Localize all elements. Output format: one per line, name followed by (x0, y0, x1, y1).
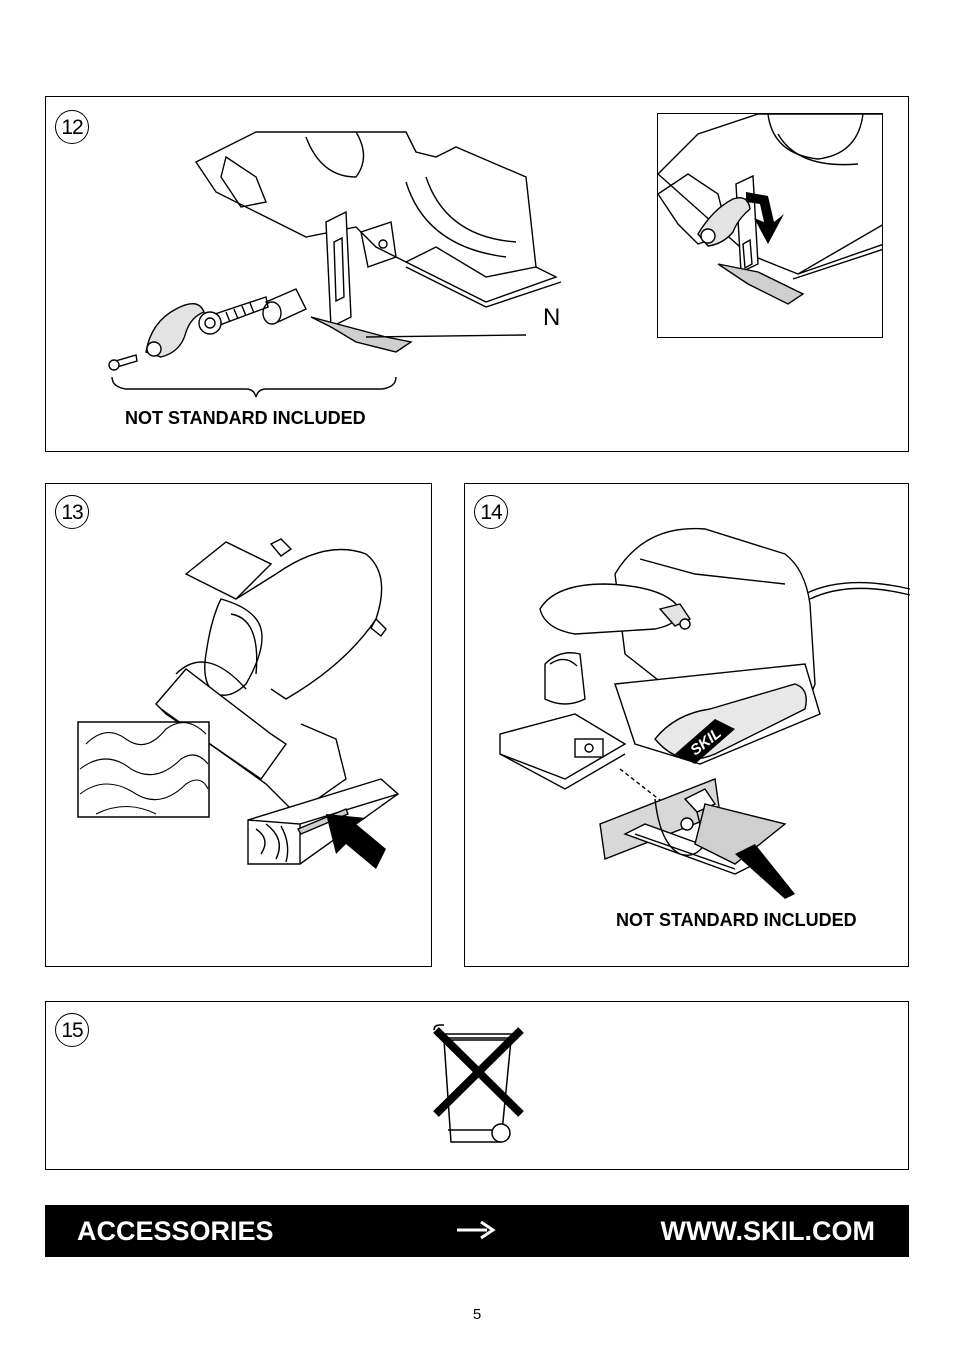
page-number: 5 (472, 1306, 482, 1323)
chamfer-planing-illustration (77, 538, 400, 869)
crossed-out-wheelie-bin-icon (433, 1024, 524, 1143)
accessories-banner: ACCESSORIES WWW.SKIL.COM (45, 1205, 909, 1257)
fence-mounting-inset-box (657, 113, 883, 338)
figure-13-panel: 13 (45, 483, 432, 967)
figure-12-panel: 12 (45, 96, 909, 452)
figure-14-caption: NOT STANDARD INCLUDED (616, 910, 857, 930)
callout-label-n: N (543, 304, 561, 331)
planer-with-parallel-guide-illustration: SKIL (499, 527, 911, 899)
edge-direction-arrow-icon (326, 814, 386, 869)
figure-14-number: 14 (474, 495, 508, 529)
website-link[interactable]: WWW.SKIL.COM (660, 1216, 875, 1246)
right-arrow-icon (457, 1220, 496, 1240)
figure-12-number: 12 (55, 110, 89, 144)
figure-15-number: 15 (55, 1013, 89, 1047)
rotate-down-arrow-icon (746, 192, 784, 244)
planer-fence-assembly-illustration (108, 131, 562, 398)
figure-15-panel: 15 (45, 1001, 909, 1170)
figure-13-number: 13 (55, 495, 89, 529)
figure-14-panel: 14 (464, 483, 911, 967)
guide-pointer-arrow-icon (735, 844, 795, 899)
fence-mounting-detail-illustration (658, 114, 882, 305)
figure-12-caption: NOT STANDARD INCLUDED (125, 408, 366, 428)
accessories-label: ACCESSORIES (77, 1216, 274, 1246)
